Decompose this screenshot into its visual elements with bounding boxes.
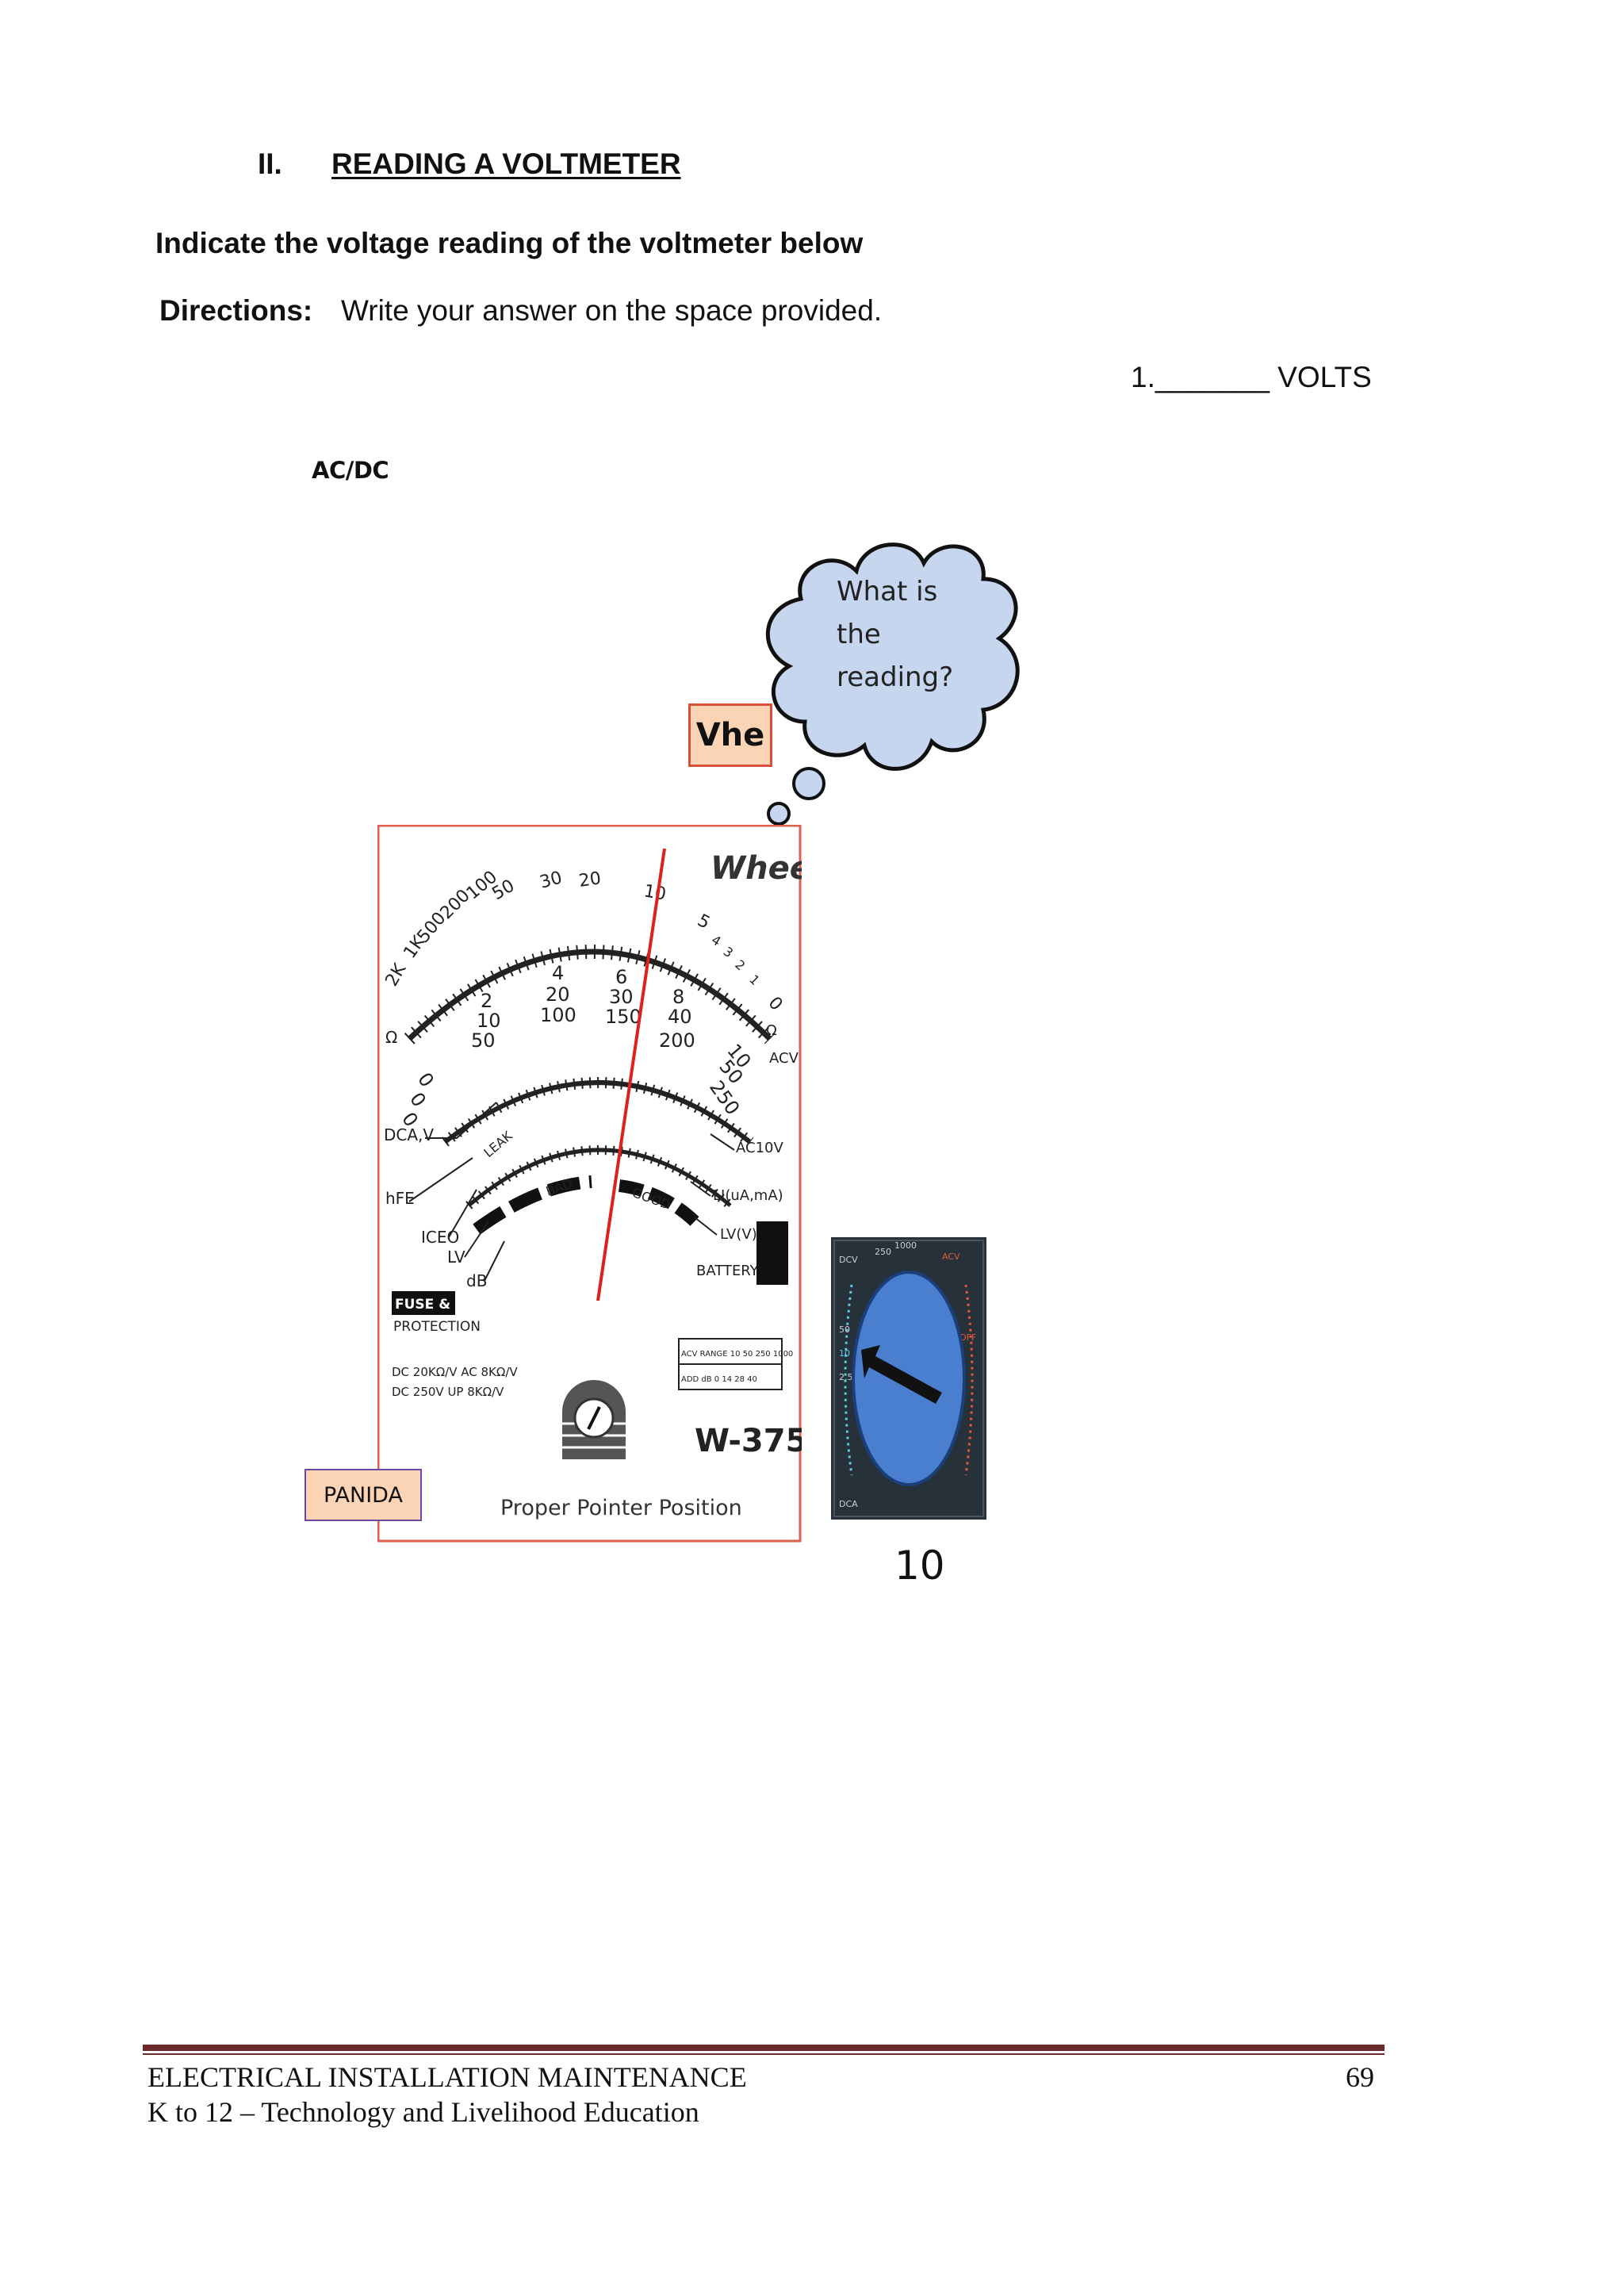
bubble-text-line1: What is	[837, 576, 937, 608]
scale-label: 2	[481, 990, 492, 1012]
dial-label: 50	[839, 1324, 850, 1335]
acdc-label: AC/DC	[312, 457, 389, 484]
acv-range-row2: ADD dB 0 14 28 40	[681, 1375, 757, 1384]
bubble-text-line2: the	[837, 619, 881, 650]
side-label: AC10V	[736, 1140, 783, 1156]
spec-line2: DC 250V UP 8KΩ/V	[392, 1385, 504, 1399]
directions-label: Directions:	[159, 294, 313, 327]
section-title: READING A VOLTMETER	[331, 148, 681, 180]
scale-label: 20	[577, 868, 602, 891]
left-leader-lines	[408, 1102, 505, 1282]
scale-label: 50	[471, 1029, 496, 1052]
dial-label: 1000	[894, 1240, 917, 1251]
directions-text: Write your answer on the space provided.	[341, 294, 883, 327]
dial-arrow-icon	[861, 1345, 942, 1404]
scale-label: 20	[546, 983, 570, 1006]
protection-badge	[392, 1291, 455, 1315]
scale-label: 30	[609, 986, 634, 1008]
protection-line2: PROTECTION	[393, 1319, 481, 1335]
vhe-label: Vhe	[688, 703, 772, 767]
dial-range-labels: DCV 250 1000 ACV OFF DCA 50 10 2.5	[839, 1240, 976, 1509]
dial-label: DCA	[839, 1499, 858, 1509]
good-zone-bar	[618, 1179, 699, 1226]
dial-label: 10	[839, 1348, 850, 1359]
bubble-cloud	[765, 542, 1020, 771]
right-leader-lines	[690, 1133, 735, 1236]
inner-scale-ticks	[465, 1145, 733, 1209]
scale-label: 40	[668, 1006, 692, 1028]
thought-bubble: What is the reading?	[751, 542, 1020, 846]
panida-label: PANIDA	[304, 1469, 422, 1521]
scale-label: 10	[477, 1010, 501, 1032]
footer-subtitle: K to 12 – Technology and Livelihood Educ…	[147, 2096, 699, 2128]
scale-label: 10	[642, 881, 668, 904]
side-label: LI(uA,mA)	[713, 1187, 783, 1204]
instruction-text: Indicate the voltage reading of the volt…	[155, 227, 864, 259]
side-label: Ω	[766, 1022, 777, 1039]
dial-label: OFF	[959, 1332, 976, 1343]
acv-range-row1: ACV RANGE 10 50 250 1000	[681, 1350, 793, 1359]
analog-meter: Wheeler 2K 1K 500 200 100 50 30 20 10 5 …	[377, 825, 802, 1543]
side-label: BATTERY	[696, 1263, 760, 1279]
footer-title: ELECTRICAL INSTALLATION MAINTENANCE	[147, 2061, 747, 2093]
page-number: 69	[1346, 2061, 1374, 2093]
knob-slot	[587, 1406, 601, 1430]
middle-scale-ticks	[441, 1077, 754, 1147]
scale-label: 200	[659, 1029, 695, 1052]
scale-label: 8	[672, 986, 684, 1008]
battery-emblem	[756, 1221, 788, 1285]
side-label: DCA,V	[384, 1125, 434, 1144]
scale-label: 150	[605, 1006, 642, 1028]
dial-label: 250	[875, 1247, 891, 1257]
footer-rule-thin	[143, 2053, 1385, 2055]
bubble-dot-large	[792, 767, 825, 800]
dial-value-label: 10	[894, 1543, 945, 1589]
right-side-labels: Ω ACV AC10V LI(uA,mA) LV(V) BATTERY	[696, 1022, 799, 1279]
protection-line1: FUSE & DIODE	[395, 1297, 504, 1313]
outer-scale-arc	[407, 949, 772, 1041]
side-label: ACV	[769, 1050, 799, 1067]
section-number: II.	[258, 148, 282, 180]
bad-zone-bar	[473, 1175, 592, 1235]
side-label: LV	[447, 1248, 465, 1267]
spec-line1: DC 20KΩ/V AC 8KΩ/V	[392, 1365, 518, 1379]
side-label: LV(V)	[720, 1226, 757, 1243]
scale-label: 6	[615, 966, 627, 988]
range-selector-dial: DCV 250 1000 ACV OFF DCA 50 10 2.5	[831, 1237, 986, 1520]
side-label: hFE	[385, 1189, 415, 1208]
side-label: dB	[466, 1271, 487, 1290]
side-label: Ω	[385, 1028, 397, 1047]
footer-rule	[143, 2045, 1385, 2051]
scale-label: 4	[552, 962, 564, 984]
scale-label: 100	[540, 1004, 576, 1026]
dial-label: ACV	[942, 1251, 960, 1262]
meter-pointer	[596, 848, 666, 1301]
answer-blank[interactable]: 1._______ VOLTS	[1131, 361, 1372, 393]
dial-label: DCV	[839, 1255, 858, 1265]
meter-model: W-375	[695, 1423, 802, 1459]
meter-brand: Wheeler	[710, 850, 802, 887]
bubble-dot-medium	[767, 802, 791, 826]
bubble-text-line3: reading?	[837, 661, 953, 693]
dial-label: 2.5	[839, 1372, 853, 1382]
pointer-caption: Proper Pointer Position	[500, 1496, 742, 1520]
left-side-labels: Ω DCA,V hFE ICEO LV dB	[384, 1028, 487, 1290]
